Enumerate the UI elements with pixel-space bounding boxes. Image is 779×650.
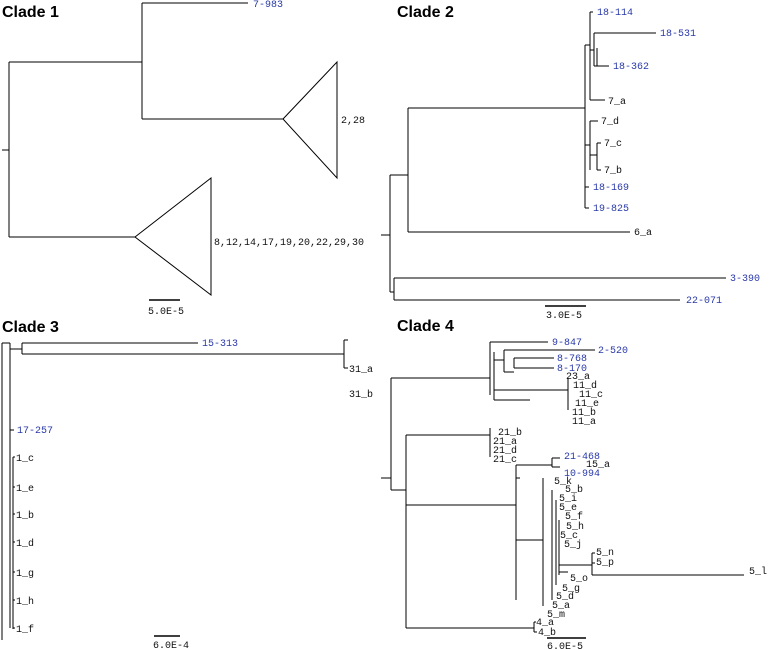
- clade-4-tip-4-a: 4_a: [536, 618, 554, 629]
- clade-4-scale-label: 6.0E-5: [547, 642, 583, 650]
- clade-2-tip-19-825: 19-825: [593, 204, 629, 215]
- clade-4-tip-11-b: 11_b: [572, 407, 596, 419]
- clade-3-tip-1-g: 1_g: [16, 569, 34, 580]
- clade-1-label-collapsed-group: 8,12,14,17,19,20,22,29,30: [214, 238, 364, 249]
- clade-3-tip-1-h: 1_h: [16, 596, 34, 608]
- clade-1-panel: Clade 1 7-983 2,28 8,12,14,17,19,20,22,2…: [2, 0, 365, 318]
- clade-4-tip-5-l: 5_l: [749, 566, 767, 578]
- clade-4-tip-8-170: 8-170: [557, 364, 587, 375]
- clade-1-branches: [2, 2, 283, 238]
- clade-3-tip-1-d: 1_d: [16, 538, 34, 550]
- clade-4-tip-23-a: 23_a: [566, 372, 590, 383]
- clade-4-tip-11-a: 11_a: [572, 417, 596, 428]
- clade-3-tip-1-f: 1_f: [16, 624, 34, 636]
- clade-4-tip-11-e: 11_e: [575, 399, 599, 410]
- clade-3-tip-17-257: 17-257: [17, 426, 53, 437]
- clade-4-tip-5-e: 5_e: [559, 503, 577, 514]
- clade-1-scale-label: 5.0E-5: [148, 307, 184, 318]
- clade-4-tip-5-g: 5_g: [562, 584, 580, 595]
- clade-2-tip-7-c: 7_c: [604, 139, 622, 150]
- clade-4-tip-11-d: 11_d: [573, 380, 597, 392]
- clade-4-tip-11-c: 11_c: [579, 390, 603, 401]
- clade-4-tip-15-a: 15_a: [586, 460, 610, 471]
- clade-1-title: Clade 1: [2, 4, 59, 21]
- clade-4-tip-21-d: 21_d: [493, 445, 517, 457]
- clade-4-tip-5-a: 5_a: [552, 601, 570, 612]
- clade-4-tip-5-o: 5_o: [570, 574, 588, 585]
- clade-4-tip-8-768: 8-768: [557, 354, 587, 365]
- clade-3-panel: Clade 3 15-313 31_a 31_b 17-257 1_c 1_e …: [1, 319, 373, 650]
- clade-4-tip-4-b: 4_b: [538, 627, 556, 639]
- clade-4-tip-21-468: 21-468: [564, 452, 600, 463]
- clade-2-tip-18-531: 18-531: [660, 29, 696, 40]
- clade-3-tip-1-b: 1_b: [16, 510, 34, 522]
- clade-2-tip-7-a: 7_a: [608, 97, 626, 108]
- clade-3-branches: [1, 340, 345, 640]
- clade-4-tip-5-j: 5_j: [564, 539, 582, 551]
- clade-4-branches: [381, 341, 744, 632]
- clade-2-tip-7-b: 7_b: [604, 165, 622, 177]
- clade-2-tip-7-d: 7_d: [601, 116, 619, 128]
- clade-4-tip-5-i: 5_i: [559, 493, 577, 505]
- clade-3-tip-15-313: 15-313: [202, 339, 238, 350]
- clade-1-collapsed-2-28-triangle: [282, 60, 338, 180]
- clade-4-tip-5-b: 5_b: [565, 484, 583, 496]
- clade-4-tip-5-n: 5_n: [596, 548, 614, 559]
- clade-4-tip-5-c: 5_c: [560, 531, 578, 542]
- clade-4-tip-5-h: 5_h: [566, 521, 584, 533]
- clade-3-tip-1-c: 1_c: [16, 454, 34, 465]
- clade-3-scale-label: 6.0E-4: [153, 641, 189, 650]
- clade-2-title: Clade 2: [397, 4, 454, 21]
- tip-terminal-ticks: [13, 339, 595, 633]
- clade-4-title: Clade 4: [397, 318, 454, 335]
- clade-2-tip-18-169: 18-169: [593, 183, 629, 194]
- clade-4-tip-5-k: 5_k: [554, 476, 572, 488]
- clade-4-tip-21-c: 21_c: [493, 455, 517, 466]
- clade-2-scale-label: 3.0E-5: [546, 311, 582, 322]
- clade-3-tip-31-b: 31_b: [349, 389, 373, 401]
- clade-1-label-2-28: 2,28: [341, 116, 365, 127]
- clade-4-tip-5-f: 5_f: [565, 511, 583, 523]
- clade-2-branches: [381, 11, 726, 301]
- clade-2-tip-18-362: 18-362: [613, 62, 649, 73]
- clade-4-tip-21-b: 21_b: [498, 427, 522, 439]
- clade-1-tip-7-983: 7-983: [253, 0, 283, 11]
- clade-2-tip-6-a: 6_a: [634, 228, 652, 239]
- clade-3-tip-31-a: 31_a: [349, 365, 373, 376]
- clade-4-tip-5-m: 5_m: [547, 610, 565, 621]
- clade-4-tip-10-994: 10-994: [564, 469, 600, 480]
- clade-2-tip-3-390: 3-390: [730, 274, 760, 285]
- clade-4-tip-5-p: 5_p: [596, 558, 614, 569]
- clade-1-collapsed-large-triangle: [134, 176, 212, 297]
- clade-3-title: Clade 3: [2, 319, 59, 336]
- clade-2-tip-18-114: 18-114: [597, 8, 633, 19]
- clade-4-tip-2-520: 2-520: [598, 346, 628, 357]
- clade-3-tip-1-e: 1_e: [16, 484, 34, 495]
- clade-2-panel: Clade 2: [381, 4, 760, 322]
- clade-4-tip-9-847: 9-847: [552, 338, 582, 349]
- clade-4-tip-21-a: 21_a: [493, 437, 517, 448]
- clade-4-tip-5-d: 5_d: [556, 591, 574, 603]
- clade-4-panel: Clade 4: [381, 318, 767, 650]
- clade-2-tip-22-071: 22-071: [686, 296, 722, 307]
